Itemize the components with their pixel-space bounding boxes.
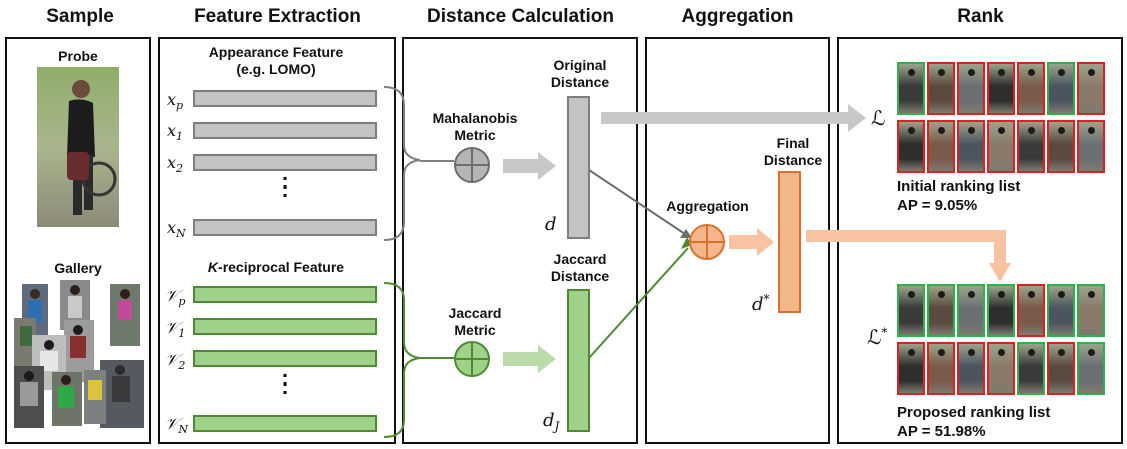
proposed-ranking-grid [897, 284, 1107, 396]
initial-thumb-r2-c2 [927, 120, 955, 173]
original-distance-bar [567, 96, 590, 239]
initial-thumb-r1-c5 [1017, 62, 1045, 115]
proposed-ranking-ap: AP = 51.98% [897, 423, 986, 440]
proposed-thumb-r1-c6 [1047, 284, 1075, 337]
column-title-aggregation: Aggregation [681, 6, 794, 27]
proposed-thumb-r1-c3 [957, 284, 985, 337]
dj-symbol: dJ [543, 410, 560, 434]
initial-thumb-r1-c2 [927, 62, 955, 115]
to-original-distance-arrow [503, 152, 556, 180]
final-to-proposed-list-arrow [806, 230, 1006, 266]
var-v2: 𝒱2 [165, 350, 186, 373]
initial-thumb-r1-c4 [987, 62, 1015, 115]
kreciprocal-brace [383, 282, 421, 438]
aggregation-label: Aggregation [666, 198, 749, 214]
kreciprocal-bar-p [193, 286, 377, 303]
appearance-feature-title: Appearance Feature (e.g. LOMO) [160, 44, 392, 78]
to-jaccard-distance-arrow [503, 345, 556, 373]
column-title-feature-extraction: Feature Extraction [194, 6, 361, 27]
initial-thumb-r1-c3 [957, 62, 985, 115]
gallery-label: Gallery [54, 260, 102, 276]
var-vp: 𝒱p [165, 286, 186, 309]
initial-thumb-r2-c7 [1077, 120, 1105, 173]
initial-thumb-r1-c7 [1077, 62, 1105, 115]
dstar-symbol: d* [752, 292, 770, 315]
column-title-sample: Sample [46, 6, 114, 27]
initial-ranking-title: Initial ranking list [897, 178, 1021, 195]
initial-ranking-ap: AP = 9.05% [897, 197, 978, 214]
kreciprocal-title-rest: -reciprocal Feature [218, 259, 345, 275]
initial-thumb-r2-c4 [987, 120, 1015, 173]
var-x1: x1 [167, 121, 184, 144]
proposed-thumb-r1-c4 [987, 284, 1015, 337]
var-v1: 𝒱1 [165, 318, 186, 341]
original-to-initial-list-arrow [601, 104, 866, 132]
jaccard-to-aggregation-line [588, 247, 689, 359]
initial-thumb-r1-c6 [1047, 62, 1075, 115]
var-x2: x2 [167, 153, 184, 176]
proposed-thumb-r2-c3 [957, 342, 985, 395]
initial-thumb-r2-c5 [1017, 120, 1045, 173]
appearance-brace [383, 86, 421, 241]
initial-list-symbol: ℒ [871, 106, 886, 130]
feature-extraction-panel [158, 37, 396, 444]
sample-panel [5, 37, 151, 444]
initial-thumb-r1-c1 [897, 62, 925, 115]
appearance-bar-n [193, 219, 377, 236]
probe-image [37, 67, 119, 227]
kreciprocal-feature-title: K-reciprocal Feature [160, 259, 392, 276]
column-title-rank: Rank [957, 6, 1004, 27]
proposed-thumb-r2-c2 [927, 342, 955, 395]
kreciprocal-title-k: K [207, 259, 219, 275]
proposed-thumb-r1-c7 [1077, 284, 1105, 337]
initial-thumb-r2-c3 [957, 120, 985, 173]
kreciprocal-ellipsis: :: [281, 365, 289, 399]
aggregation-sum-icon [689, 224, 725, 260]
var-xp: xp [167, 90, 184, 113]
proposed-thumb-r2-c4 [987, 342, 1015, 395]
appearance-title-line2: (e.g. LOMO) [236, 61, 316, 77]
jaccard-sum-icon [454, 341, 490, 377]
mahalanobis-sum-icon [454, 147, 490, 183]
proposed-thumb-r1-c5 [1017, 284, 1045, 337]
kreciprocal-bar-1 [193, 318, 377, 335]
proposed-thumb-r1-c2 [927, 284, 955, 337]
var-xn: xN [167, 218, 186, 241]
proposed-list-symbol: ℒ* [867, 325, 888, 349]
kreciprocal-bar-2 [193, 350, 377, 367]
proposed-thumb-r2-c1 [897, 342, 925, 395]
initial-thumb-r2-c6 [1047, 120, 1075, 173]
probe-label: Probe [58, 48, 98, 64]
proposed-thumb-r2-c7 [1077, 342, 1105, 395]
proposed-thumb-r2-c6 [1047, 342, 1075, 395]
appearance-bar-1 [193, 122, 377, 139]
appearance-ellipsis: :: [281, 168, 289, 202]
appearance-bar-p [193, 90, 377, 107]
gallery-collage [14, 280, 144, 430]
to-final-distance-arrow [729, 228, 774, 256]
final-distance-bar [778, 171, 801, 313]
appearance-bar-2 [193, 154, 377, 171]
d-symbol: d [545, 214, 557, 235]
initial-thumb-r2-c1 [897, 120, 925, 173]
initial-ranking-grid [897, 62, 1107, 174]
column-title-distance-calculation: Distance Calculation [427, 6, 614, 27]
kreciprocal-bar-n [193, 415, 377, 432]
var-vn: 𝒱N [165, 414, 188, 437]
proposed-ranking-title: Proposed ranking list [897, 404, 1051, 421]
jaccard-distance-bar [567, 289, 590, 432]
distance-calculation-panel [402, 37, 638, 444]
appearance-title-line1: Appearance Feature [208, 44, 344, 60]
original-to-aggregation-line [588, 169, 689, 237]
proposed-thumb-r2-c5 [1017, 342, 1045, 395]
proposed-thumb-r1-c1 [897, 284, 925, 337]
